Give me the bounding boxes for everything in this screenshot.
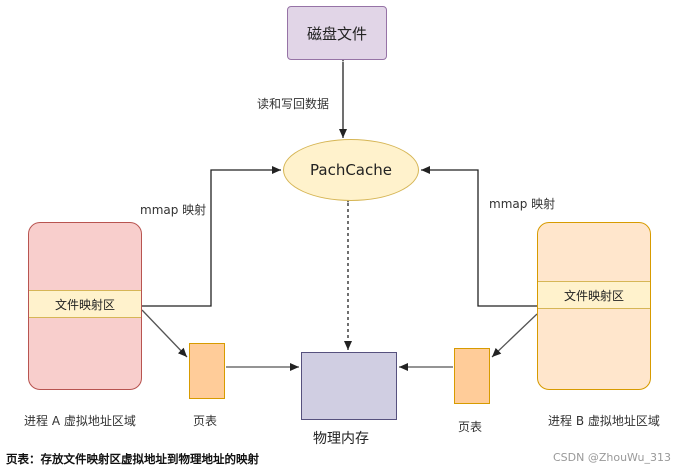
watermark: CSDN @ZhouWu_313 [552,451,671,464]
arrow-region-b-pagetable [491,313,538,358]
arrow-mmap-a [142,166,281,307]
label-process-b: 进程 B 虚拟地址区域 [548,414,660,428]
physical-memory-node [301,352,397,420]
page-table-a-node [189,343,225,399]
page-table-b-node [454,348,490,404]
footnote: 页表：存放文件映射区虚拟地址到物理地址的映射 [6,452,259,466]
label-page-table-a: 页表 [193,414,218,428]
label-mmap-left: mmap 映射 [140,203,207,217]
disk-file-node: 磁盘文件 [287,6,387,60]
pagecache-node: PachCache [283,139,419,201]
process-a-box: 文件映射区 [28,222,142,390]
process-b-file-mapping-region: 文件映射区 [538,281,650,309]
label-physical-memory: 物理内存 [313,431,369,447]
process-b-box: 文件映射区 [537,222,651,390]
arrow-region-a-pagetable [141,309,188,358]
label-process-a: 进程 A 虚拟地址区域 [24,414,136,428]
label-disk-rw: 读和写回数据 [257,97,330,111]
label-page-table-b: 页表 [458,420,483,434]
label-mmap-right: mmap 映射 [489,197,556,211]
arrow-mmap-b [421,166,537,307]
process-a-file-mapping-region: 文件映射区 [29,290,141,318]
